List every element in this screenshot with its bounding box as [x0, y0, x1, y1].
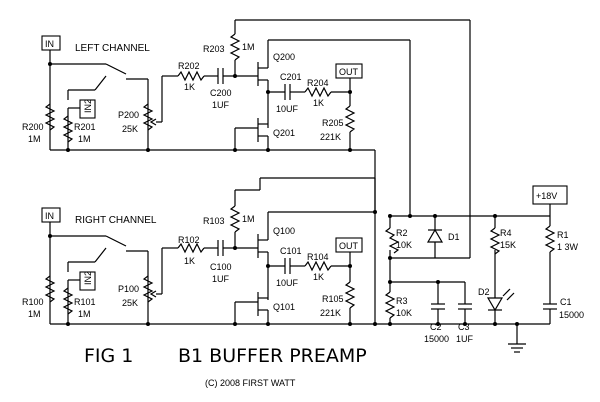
- supply-voltage-label: +18V: [536, 191, 557, 201]
- r2-ref: R2: [396, 228, 408, 238]
- left-out-connector: [335, 63, 363, 79]
- left-in2-label: IN2: [83, 99, 93, 113]
- r200-value: 1M: [28, 134, 41, 144]
- c3-value: 1UF: [456, 334, 474, 344]
- c101-value: 10UF: [276, 278, 299, 288]
- right-in-label: IN: [45, 211, 54, 221]
- right-in2-label: IN2: [83, 271, 93, 285]
- c2-value: 15000: [424, 334, 449, 344]
- p100-ref: P100: [118, 284, 139, 294]
- c200-value: 1UF: [212, 100, 230, 110]
- r1-ref: R1: [557, 230, 569, 240]
- r102-ref: R102: [178, 235, 200, 245]
- q101-label: Q101: [273, 302, 295, 312]
- r203-value: 1M: [242, 42, 255, 52]
- r204-ref: R204: [307, 78, 329, 88]
- r2-value: 10K: [396, 240, 412, 250]
- r101-value: 1M: [78, 309, 91, 319]
- r105-ref: R105: [322, 294, 344, 304]
- r104-ref: R104: [307, 252, 329, 262]
- c3-ref: C3: [458, 322, 470, 332]
- r103-value: 1M: [242, 214, 255, 224]
- r205-value: 221K: [320, 132, 341, 142]
- q201-label: Q201: [273, 128, 295, 138]
- r103-ref: R103: [203, 216, 225, 226]
- right-out-connector: [335, 237, 363, 253]
- r204-value: 1K: [313, 98, 324, 108]
- right-in-connector: [41, 207, 61, 223]
- right-in2-connector: [79, 271, 96, 291]
- c101-ref: C101: [280, 246, 302, 256]
- r3-value: 10K: [396, 308, 412, 318]
- q200-label: Q200: [273, 52, 295, 62]
- left-in2-connector: [79, 99, 96, 119]
- r200-ref: R200: [22, 122, 44, 132]
- figure-title: B1 BUFFER PREAMP: [178, 345, 367, 367]
- r203-ref: R203: [203, 44, 225, 54]
- r4-ref: R4: [500, 228, 512, 238]
- supply-voltage-box: [532, 185, 568, 205]
- r201-ref: R201: [74, 122, 96, 132]
- c100-value: 1UF: [212, 274, 230, 284]
- r1-value: 1 3W: [557, 242, 579, 252]
- q100-label: Q100: [273, 226, 295, 236]
- r3-ref: R3: [396, 296, 408, 306]
- right-out-label: OUT: [339, 241, 359, 251]
- left-in-connector: [41, 35, 61, 51]
- r202-ref: R202: [178, 61, 200, 71]
- schematic-wires: [44, 19, 557, 353]
- c1-value: 15000: [559, 310, 584, 320]
- c201-ref: C201: [280, 72, 302, 82]
- left-out-label: OUT: [339, 67, 359, 77]
- p200-ref: P200: [118, 110, 139, 120]
- c2-ref: C2: [430, 322, 442, 332]
- c201-value: 10UF: [276, 104, 299, 114]
- r201-value: 1M: [78, 134, 91, 144]
- r105-value: 221K: [320, 308, 341, 318]
- r104-value: 1K: [313, 272, 324, 282]
- r100-value: 1M: [28, 309, 41, 319]
- junction-dots: [48, 62, 519, 326]
- left-in-label: IN: [45, 39, 54, 49]
- c200-ref: C200: [210, 88, 232, 98]
- r4-value: 15K: [500, 240, 516, 250]
- p200-value: 25K: [122, 124, 138, 134]
- figure-number: FIG 1: [84, 345, 133, 367]
- r100-ref: R100: [22, 297, 44, 307]
- p100-value: 25K: [122, 298, 138, 308]
- r101-ref: R101: [74, 297, 96, 307]
- r205-ref: R205: [322, 118, 344, 128]
- left-channel-heading: LEFT CHANNEL: [75, 43, 150, 54]
- r102-value: 1K: [184, 256, 195, 266]
- d1-label: D1: [448, 232, 460, 242]
- right-channel-heading: RIGHT CHANNEL: [75, 215, 157, 226]
- r202-value: 1K: [184, 82, 195, 92]
- d2-label: D2: [478, 287, 490, 297]
- c100-ref: C100: [210, 262, 232, 272]
- c1-ref: C1: [560, 297, 572, 307]
- copyright-line: (C) 2008 FIRST WATT: [205, 378, 296, 388]
